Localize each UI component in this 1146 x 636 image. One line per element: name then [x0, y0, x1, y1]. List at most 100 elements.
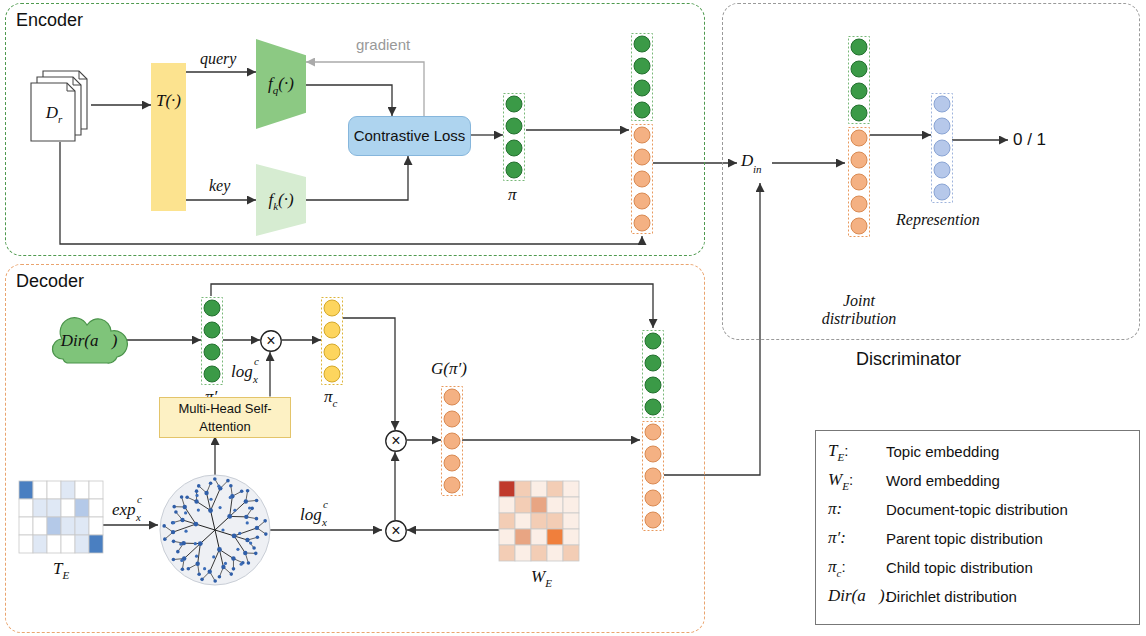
shape-part	[47, 517, 61, 535]
shape-part	[563, 497, 579, 513]
vector-dot	[851, 61, 867, 77]
math-symbol: E	[545, 577, 552, 589]
shape-part	[547, 497, 563, 513]
vector-dot	[934, 162, 950, 178]
math-label: x	[136, 511, 141, 524]
layout-stroke	[209, 498, 212, 501]
shape-part	[531, 497, 547, 513]
shape-part	[89, 499, 103, 517]
layout-stroke	[207, 493, 211, 511]
layout-stroke	[195, 562, 199, 566]
vector-dot	[444, 433, 460, 449]
node-text: Document-topic distribution	[886, 501, 1068, 518]
layout-stroke	[217, 485, 220, 488]
text-group: Discriminator	[856, 349, 961, 370]
shape-part	[75, 517, 89, 535]
text-group: ×	[266, 332, 275, 350]
node-text: Child topic distribution	[886, 559, 1033, 576]
math-symbol: W	[828, 470, 842, 489]
math-label: c	[323, 498, 328, 511]
arrow-connector	[306, 156, 408, 200]
math-label: x	[322, 516, 327, 529]
math-symbol: W	[531, 567, 545, 586]
arrow-line	[211, 284, 653, 328]
layout-stroke	[230, 496, 233, 516]
edge-label: key	[207, 177, 232, 195]
layout-stroke	[195, 494, 198, 497]
shape-part	[79, 71, 87, 79]
shape-part	[531, 529, 547, 545]
layout-stroke	[255, 517, 259, 521]
shape-part	[33, 499, 47, 517]
shape-part	[547, 545, 563, 561]
arrow-line	[526, 129, 629, 130]
arrow-connector	[125, 339, 201, 340]
layout-stroke	[233, 509, 236, 512]
joint-vector: Joint distribution	[848, 36, 870, 237]
math-symbol: π:	[828, 499, 842, 518]
multiply-circle: ×	[385, 520, 407, 542]
multiply-circle: ×	[385, 430, 407, 452]
node-text: ×	[391, 432, 400, 449]
attention-box: Multi-Head Self-Attention	[159, 397, 291, 438]
layout-stroke	[200, 530, 215, 544]
shape-part	[499, 529, 515, 545]
layout-stroke	[180, 495, 184, 499]
vector-dot	[634, 149, 650, 165]
shape-part	[75, 481, 89, 499]
layout-stroke	[252, 546, 256, 550]
math-label: exp	[112, 500, 136, 520]
vector-dot	[204, 322, 220, 338]
decoder-group: DecoderDir(a⃗)π′×Multi-Head Self-Attenti…	[5, 264, 705, 633]
vector-dot	[444, 389, 460, 405]
arrow-connector	[282, 339, 321, 340]
parent-topic-vector-shape	[201, 297, 223, 385]
layout-stroke	[229, 484, 233, 488]
node-text: Joint distribution	[822, 292, 897, 327]
node-text: :	[849, 471, 853, 488]
layout-stroke	[221, 565, 225, 569]
vector-dot	[204, 300, 220, 316]
shape-part	[563, 545, 579, 561]
shape-part	[547, 513, 563, 529]
text-group: Dirichlet distribution	[886, 588, 1017, 605]
vector-dot	[634, 193, 650, 209]
layout-stroke	[203, 567, 206, 570]
node-text: ×	[266, 332, 275, 349]
layout-stroke	[217, 547, 222, 552]
layout-stroke	[197, 572, 201, 576]
shape-part	[563, 529, 579, 545]
math-symbol: Dir(a⃗):	[828, 586, 890, 605]
node-text: Contrastive Loss	[354, 127, 466, 144]
math-label: x	[253, 373, 258, 386]
vector-dot	[506, 140, 522, 156]
vector-dot	[324, 322, 340, 338]
layout-stroke	[234, 536, 245, 553]
layout-stroke	[218, 506, 221, 509]
text-group: πc	[324, 387, 337, 407]
child-topic-vector: πc	[321, 297, 343, 385]
shape-part	[499, 481, 515, 497]
text-group: Dr	[46, 103, 63, 123]
arrow-line	[462, 439, 640, 440]
layout-stroke	[256, 535, 260, 539]
edge-label: gradient	[354, 36, 412, 53]
shape-part	[515, 545, 531, 561]
layout-stroke	[195, 489, 199, 493]
vector-dot	[444, 455, 460, 471]
shape-part	[386, 431, 407, 452]
layout-stroke	[247, 561, 251, 565]
layout-stroke	[213, 477, 217, 481]
shape-part	[499, 497, 515, 513]
layout-stroke	[179, 543, 182, 546]
edge-label: query	[198, 50, 238, 68]
generated-vector-shape	[441, 386, 463, 496]
layout-stroke	[173, 524, 196, 532]
layout-stroke	[181, 567, 185, 571]
topic-vector: π	[503, 93, 525, 181]
vector-dot	[204, 366, 220, 382]
layout-stroke	[231, 556, 235, 560]
vector-dot	[934, 184, 950, 200]
layout-stroke	[185, 507, 196, 524]
shape-part	[47, 535, 61, 553]
